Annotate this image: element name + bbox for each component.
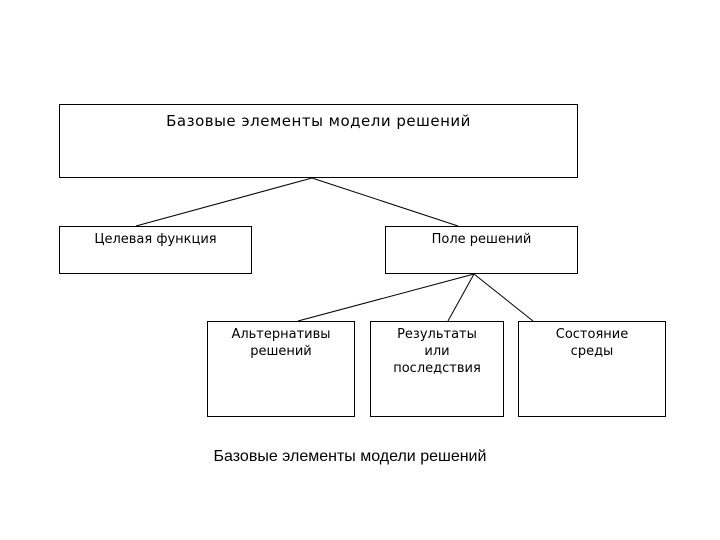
connector-root-field xyxy=(311,177,459,227)
environment-state-node: Состояние среды xyxy=(518,321,666,417)
figure-caption: Базовые элементы модели решений xyxy=(0,448,720,466)
root-node-label: Базовые элементы модели решений xyxy=(166,112,471,130)
results-label: Результаты или последствия xyxy=(393,327,481,376)
decision-field-node: Поле решений xyxy=(385,226,578,274)
root-node: Базовые элементы модели решений xyxy=(59,104,578,178)
figure-caption-text: Базовые элементы модели решений xyxy=(213,448,487,465)
connector-field-results xyxy=(447,273,475,322)
alternatives-label: Альтернативы решений xyxy=(231,327,331,359)
goal-function-node: Целевая функция xyxy=(59,226,252,274)
connector-field-environment xyxy=(473,273,534,322)
environment-state-label: Состояние среды xyxy=(555,327,629,359)
results-node: Результаты или последствия xyxy=(370,321,504,417)
decision-field-label: Поле решений xyxy=(431,232,532,247)
goal-function-label: Целевая функция xyxy=(94,232,217,247)
connector-field-alternatives xyxy=(297,273,475,322)
connector-root-goal xyxy=(135,177,313,227)
alternatives-node: Альтернативы решений xyxy=(207,321,355,417)
